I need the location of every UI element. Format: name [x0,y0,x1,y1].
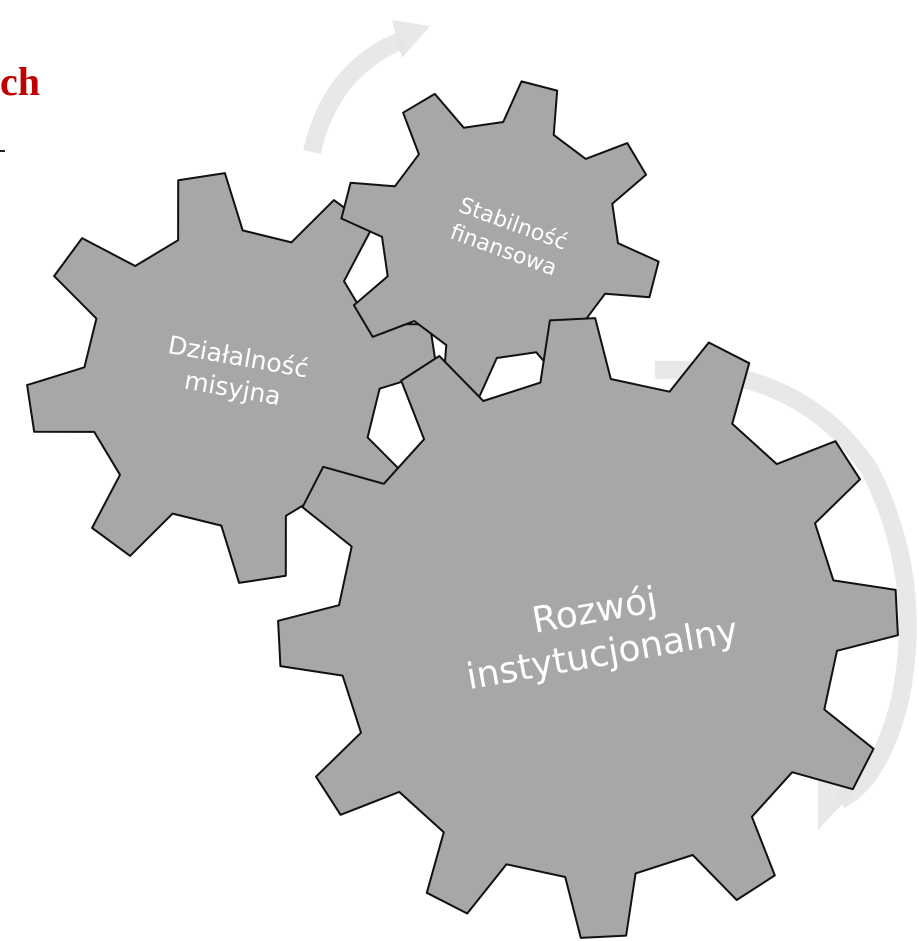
arrow-top-head [392,20,430,58]
arrow-top-band [303,31,406,155]
page-title: ch [0,59,40,104]
gear-development [277,317,899,939]
arrow-right-band [654,360,917,809]
arrow-right-head [818,780,860,830]
title-divider [0,150,5,152]
